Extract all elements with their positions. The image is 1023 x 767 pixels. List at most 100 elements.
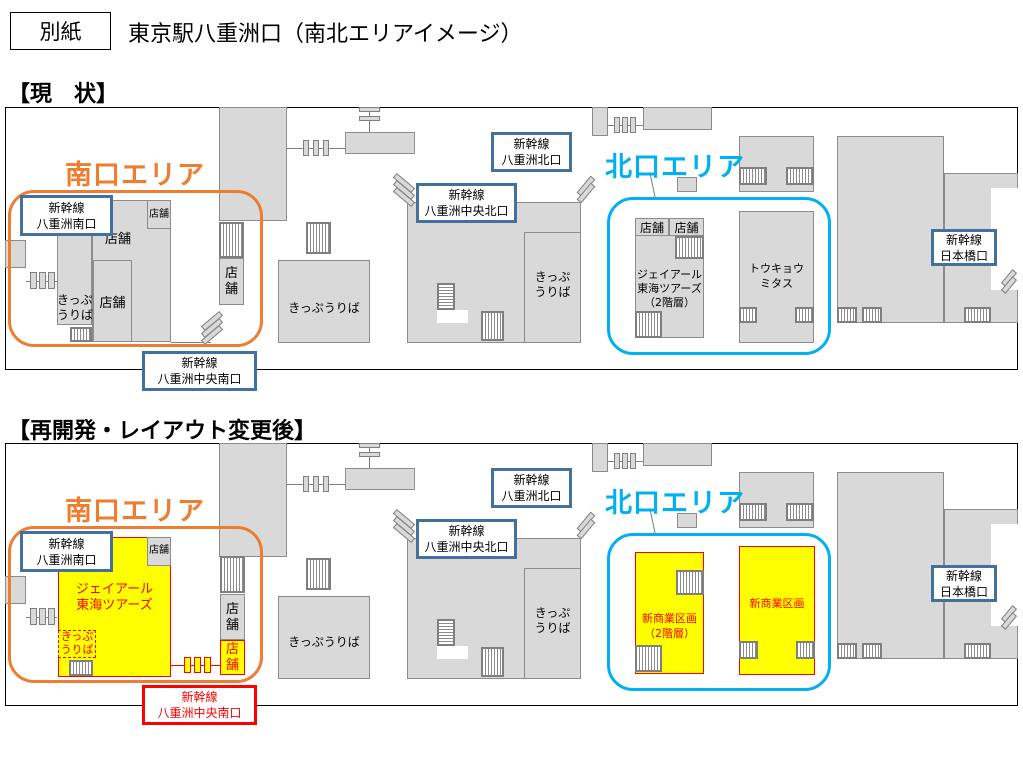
exit-line: 新幹線 bbox=[448, 188, 485, 202]
current-connector-bar bbox=[39, 272, 46, 289]
current-stairs bbox=[739, 307, 757, 323]
ticket-office-label: きっぷうりば bbox=[58, 630, 96, 656]
exit-line: 八重洲中央南口 bbox=[157, 706, 242, 720]
shop-label: 店舗 bbox=[639, 221, 664, 235]
after-open-space bbox=[437, 646, 468, 659]
current-open-space bbox=[437, 310, 468, 323]
after-connector-bar bbox=[622, 453, 628, 469]
exit-line: 新幹線 bbox=[48, 200, 85, 215]
current-building-block bbox=[524, 232, 581, 343]
after-stairs bbox=[739, 503, 767, 521]
after-building-block bbox=[278, 596, 370, 679]
current-connector-bar bbox=[630, 117, 636, 133]
exit-line: 新幹線 bbox=[945, 232, 982, 247]
current-building-block bbox=[669, 218, 704, 236]
label-line: 新商業区画 bbox=[642, 612, 697, 625]
south-area-outline bbox=[8, 190, 263, 347]
ticket-line: うりば bbox=[534, 621, 571, 635]
current-stairs bbox=[795, 307, 814, 323]
exit-line: 新幹線 bbox=[448, 524, 485, 538]
current-stairs bbox=[964, 307, 991, 323]
ticket-office-label: きっぷうりば bbox=[288, 635, 360, 649]
current-passage-line bbox=[369, 112, 370, 132]
current-connector-bar bbox=[313, 140, 319, 156]
ticket-office-label: きっぷうりば bbox=[57, 293, 93, 323]
current-stairs bbox=[306, 222, 331, 254]
exit-line: 八重洲中央北口 bbox=[424, 540, 509, 554]
label-line: ジェイアール bbox=[636, 268, 703, 281]
after-stairs bbox=[862, 643, 882, 659]
after-connector-bar bbox=[39, 608, 46, 625]
after-stairs bbox=[676, 570, 704, 595]
exit-yaesu-central-north: 新幹線八重洲中央北口 bbox=[416, 519, 517, 559]
ticket-office-label: きっぷうりば bbox=[288, 301, 360, 315]
after-stairs bbox=[69, 660, 93, 676]
current-stairs bbox=[862, 307, 882, 323]
current-building-block bbox=[677, 177, 697, 192]
ticket-line: きっぷ bbox=[534, 270, 571, 284]
current-stairs bbox=[437, 283, 455, 310]
new-commercial-area-label: 新商業区画 bbox=[749, 597, 805, 610]
current-building-block bbox=[147, 200, 171, 229]
exit-line: 新幹線 bbox=[513, 137, 550, 151]
new-shop-label: 店舗 bbox=[220, 642, 245, 674]
after-building-block bbox=[345, 468, 415, 490]
jr-tours-label: ジェイアール東海ツアーズ bbox=[58, 582, 171, 614]
after-building-block bbox=[677, 513, 697, 528]
after-stairs bbox=[964, 643, 991, 659]
exit-line: 八重洲北口 bbox=[501, 489, 562, 503]
after-building-block bbox=[147, 537, 171, 566]
exit-yaesu-central-south: 新幹線八重洲中央南口 bbox=[142, 351, 257, 391]
after-stairs bbox=[437, 619, 455, 646]
current-building-block bbox=[635, 218, 669, 236]
shop-label: 店舗 bbox=[149, 209, 169, 220]
after-connector-bar bbox=[630, 453, 636, 469]
label-line: 東海ツアーズ bbox=[637, 282, 702, 295]
ticket-line: きっぷ bbox=[60, 630, 94, 643]
north-area-label: 北口エリア bbox=[605, 488, 745, 519]
new-commercial-area-label: 新商業区画（2階層） bbox=[635, 611, 704, 641]
current-building-block bbox=[219, 258, 244, 305]
after-connector-bar-new bbox=[204, 657, 211, 673]
after-stairs bbox=[739, 641, 758, 659]
after-ticket-office-new bbox=[58, 630, 96, 658]
exit-line: 新幹線 bbox=[181, 690, 218, 704]
shop-char: 店 bbox=[225, 602, 239, 617]
ticket-line: きっぷ bbox=[534, 606, 571, 620]
current-stairs bbox=[635, 311, 662, 338]
after-connector-bar-new bbox=[194, 657, 201, 673]
after-stairs bbox=[786, 503, 814, 521]
ticket-line: きっぷ bbox=[57, 293, 93, 307]
exit-line: 八重洲中央北口 bbox=[424, 204, 509, 218]
current-connector-bar bbox=[303, 140, 309, 156]
current-connector-bar bbox=[614, 117, 620, 133]
attachment-tag: 別紙 bbox=[10, 12, 111, 50]
south-area-label: 南口エリア bbox=[65, 160, 205, 191]
after-building-block bbox=[837, 472, 944, 659]
ticket-line: うりば bbox=[60, 643, 94, 656]
current-heading: 【現 状】 bbox=[8, 82, 119, 107]
north-area-label: 北口エリア bbox=[605, 152, 745, 183]
after-passage-line bbox=[369, 448, 370, 468]
south-area-label: 南口エリア bbox=[65, 496, 205, 527]
exit-nihonbashi: 新幹線日本橋口 bbox=[931, 229, 997, 266]
page-title: 東京駅八重洲口（南北エリアイメージ） bbox=[128, 22, 523, 47]
current-stairs bbox=[219, 222, 244, 258]
label-line: ミタス bbox=[760, 277, 793, 290]
current-connector-bar bbox=[359, 116, 380, 121]
after-building-block bbox=[643, 443, 712, 466]
exit-line: 八重洲南口 bbox=[36, 552, 97, 567]
current-passage-line bbox=[171, 342, 211, 343]
label-line: トウキョウ bbox=[749, 262, 804, 275]
current-connector-bar bbox=[622, 117, 628, 133]
exit-yaesu-central-south: 新幹線八重洲中央南口 bbox=[142, 685, 257, 725]
ticket-line: うりば bbox=[534, 285, 571, 299]
current-building-block bbox=[278, 260, 370, 343]
exit-line: 日本橋口 bbox=[939, 584, 988, 599]
current-building-block bbox=[592, 107, 608, 136]
after-connector-bar bbox=[303, 476, 309, 492]
after-connector-bar bbox=[359, 443, 380, 448]
label-line: ジェイアール bbox=[75, 582, 154, 597]
south-area-outline bbox=[8, 526, 263, 683]
